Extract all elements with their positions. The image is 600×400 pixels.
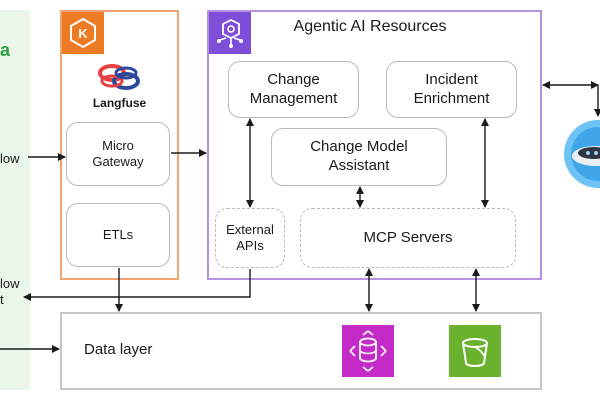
outflow-label-line2: t bbox=[0, 292, 4, 307]
eks-icon: K bbox=[62, 12, 104, 54]
svg-text:K: K bbox=[78, 26, 88, 41]
langfuse-label: Langfuse bbox=[92, 96, 147, 110]
change-model-assistant-node[interactable]: Change Model Assistant bbox=[271, 128, 447, 186]
change-management-node[interactable]: Change Management bbox=[228, 61, 359, 118]
rds-database-icon bbox=[342, 325, 394, 377]
s3-bucket-icon bbox=[449, 325, 501, 377]
mcp-servers-node[interactable]: MCP Servers bbox=[300, 208, 516, 268]
incident-enrichment-node[interactable]: Incident Enrichment bbox=[386, 61, 517, 118]
agentic-group-title: Agentic AI Resources bbox=[293, 18, 447, 35]
langfuse-logo-icon bbox=[96, 62, 142, 92]
bedrock-agent-icon bbox=[209, 12, 251, 54]
etls-node[interactable]: ETLs bbox=[66, 203, 170, 267]
left-panel bbox=[0, 10, 30, 390]
external-apis-node[interactable]: External APIs bbox=[215, 208, 285, 268]
cloud-robot-icon bbox=[558, 118, 600, 190]
micro-gateway-node[interactable]: Micro Gateway bbox=[66, 122, 170, 186]
left-brand-fragment: a bbox=[0, 40, 11, 60]
inflow-label: low bbox=[0, 151, 20, 166]
data-layer-label: Data layer bbox=[84, 341, 153, 358]
outflow-label-line1: low bbox=[0, 276, 20, 291]
